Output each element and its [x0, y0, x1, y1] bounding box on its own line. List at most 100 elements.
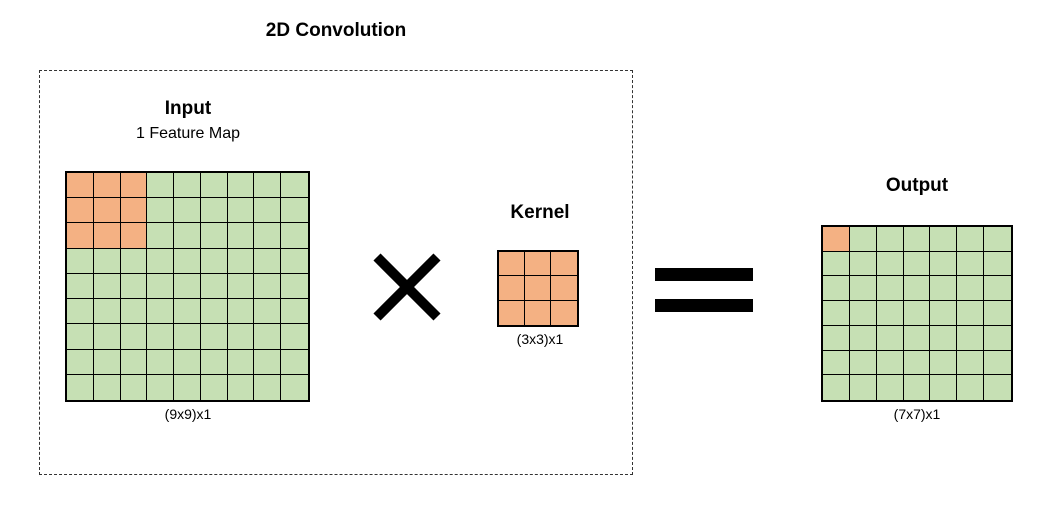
output-cell — [957, 276, 985, 302]
input-cell — [227, 349, 255, 375]
times-icon — [373, 253, 441, 321]
output-cell — [849, 251, 877, 277]
output-cell — [957, 227, 985, 252]
input-cell — [147, 273, 175, 300]
output-cell — [930, 251, 958, 277]
input-cell — [254, 198, 282, 224]
input-cell — [254, 324, 282, 350]
input-cell — [200, 374, 228, 400]
input-cell — [93, 299, 121, 325]
input-cell — [174, 299, 201, 325]
output-cell — [823, 251, 850, 277]
input-cell — [174, 273, 201, 300]
input-cell — [67, 349, 94, 375]
input-cell — [93, 248, 121, 274]
output-cell — [876, 301, 904, 326]
output-cell — [849, 276, 877, 302]
input-cell — [67, 299, 94, 325]
input-cell — [147, 173, 175, 199]
input-cell — [254, 349, 282, 375]
output-cell — [984, 301, 1011, 326]
kernel-cell-highlighted — [525, 276, 551, 301]
output-cell — [930, 350, 958, 376]
kernel-label: Kernel — [510, 202, 570, 223]
input-cell — [200, 173, 228, 199]
input-cell — [281, 248, 308, 274]
diagram-title: 2D Convolution — [265, 20, 407, 41]
kernel-cell-highlighted — [551, 300, 577, 325]
output-cell — [823, 375, 850, 400]
output-cell — [876, 350, 904, 376]
output-cell — [876, 375, 904, 400]
output-cell — [876, 276, 904, 302]
input-cell — [93, 273, 121, 300]
output-cell — [823, 301, 850, 326]
output-cell — [930, 227, 958, 252]
output-cell — [823, 325, 850, 351]
input-cell — [67, 374, 94, 400]
output-cell — [849, 227, 877, 252]
output-cell — [849, 350, 877, 376]
input-cell — [67, 273, 94, 300]
kernel-cell-highlighted — [499, 276, 525, 301]
output-cell — [984, 251, 1011, 277]
output-cell — [984, 325, 1011, 351]
output-label: Output — [885, 175, 949, 196]
input-cell — [174, 248, 201, 274]
kernel-cell-highlighted — [525, 252, 551, 277]
input-cell-highlighted — [67, 223, 94, 249]
output-cell — [903, 301, 931, 326]
input-cell — [174, 349, 201, 375]
kernel-cell-highlighted — [525, 300, 551, 325]
input-cell — [147, 198, 175, 224]
input-cell — [93, 374, 121, 400]
input-cell-highlighted — [67, 173, 94, 199]
output-cell — [849, 301, 877, 326]
input-cell — [200, 223, 228, 249]
input-cell — [200, 248, 228, 274]
input-cell — [120, 273, 148, 300]
output-cell — [930, 375, 958, 400]
kernel-cell-highlighted — [499, 300, 525, 325]
output-cell — [903, 325, 931, 351]
input-cell — [147, 324, 175, 350]
input-cell-highlighted — [93, 173, 121, 199]
output-caption: (7x7)x1 — [893, 406, 941, 422]
kernel-cell-highlighted — [551, 276, 577, 301]
input-cell — [147, 299, 175, 325]
output-cell — [957, 350, 985, 376]
input-caption: (9x9)x1 — [164, 406, 212, 422]
kernel-caption: (3x3)x1 — [516, 331, 564, 347]
input-cell-highlighted — [120, 198, 148, 224]
input-cell — [200, 273, 228, 300]
input-cell — [254, 248, 282, 274]
output-cell — [903, 350, 931, 376]
output-cell — [903, 227, 931, 252]
input-cell — [147, 248, 175, 274]
input-cell — [227, 198, 255, 224]
input-cell — [174, 324, 201, 350]
input-cell — [200, 299, 228, 325]
input-cell — [281, 173, 308, 199]
input-cell — [227, 223, 255, 249]
input-feature-map — [65, 171, 310, 402]
input-cell — [174, 374, 201, 400]
equals-icon — [655, 268, 753, 312]
input-cell — [174, 173, 201, 199]
output-cell — [957, 301, 985, 326]
input-cell — [67, 248, 94, 274]
input-cell-highlighted — [67, 198, 94, 224]
input-cell — [281, 324, 308, 350]
output-cell — [984, 276, 1011, 302]
input-label: Input — [164, 98, 212, 119]
output-cell-highlighted — [823, 227, 850, 252]
input-cell — [174, 223, 201, 249]
input-cell — [227, 248, 255, 274]
convolution-group-box — [39, 70, 633, 475]
output-cell — [957, 325, 985, 351]
input-cell — [227, 324, 255, 350]
input-cell — [120, 299, 148, 325]
output-cell — [957, 375, 985, 400]
input-cell — [120, 248, 148, 274]
input-cell — [281, 299, 308, 325]
